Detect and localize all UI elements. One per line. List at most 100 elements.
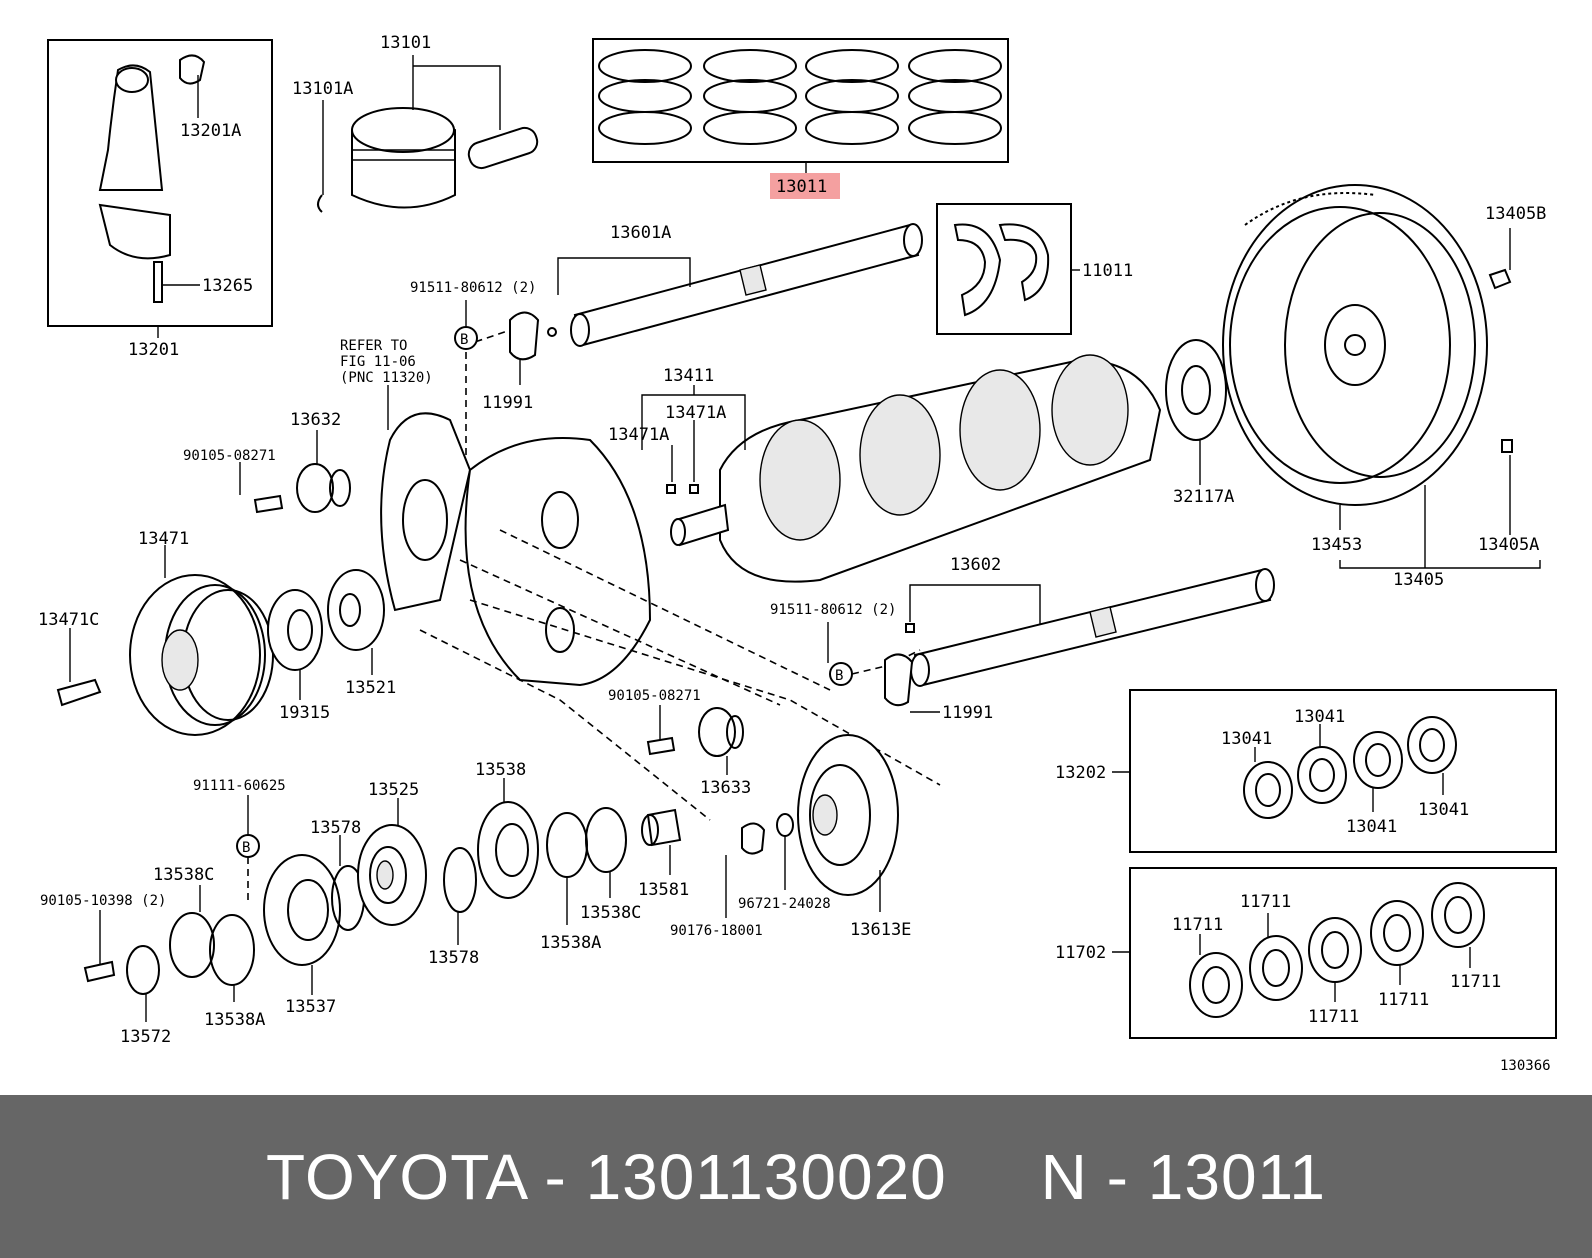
plug-90176[interactable] <box>741 822 766 855</box>
label-13578-lower[interactable]: 13578 <box>428 948 479 968</box>
label-90105-08271-upper[interactable]: 90105-08271 <box>183 448 276 464</box>
snap-ring-13578-right[interactable] <box>443 847 477 913</box>
bearing-11711-4[interactable] <box>1370 900 1424 966</box>
bearing-13041-4[interactable] <box>1407 716 1457 774</box>
label-11991-lower[interactable]: 11991 <box>942 703 993 723</box>
connecting-rod-cap[interactable] <box>98 203 171 260</box>
label-13581[interactable]: 13581 <box>638 880 689 900</box>
label-13453[interactable]: 13453 <box>1311 535 1362 555</box>
bolt-90105-10398[interactable] <box>83 960 116 983</box>
label-13405B[interactable]: 13405B <box>1485 204 1546 224</box>
ring-set-1[interactable] <box>598 49 692 145</box>
washer-96721[interactable] <box>776 813 794 837</box>
label-13405A[interactable]: 13405A <box>1478 535 1539 555</box>
bolt-b-marker-1[interactable]: B <box>454 326 478 350</box>
label-13538[interactable]: 13538 <box>475 760 526 780</box>
ring-set-2[interactable] <box>703 49 797 145</box>
label-refer-to[interactable]: REFER TO <box>340 338 407 354</box>
label-fig-11-06[interactable]: FIG 11-06 <box>340 354 416 370</box>
label-130366[interactable]: 130366 <box>1500 1058 1551 1074</box>
bearing-13041-3[interactable] <box>1353 731 1403 789</box>
balance-shaft-lower[interactable] <box>905 568 1275 687</box>
label-13537[interactable]: 13537 <box>285 997 336 1017</box>
label-11702[interactable]: 11702 <box>1055 943 1106 963</box>
label-13471[interactable]: 13471 <box>138 529 189 549</box>
label-91511-upper[interactable]: 91511-80612 (2) <box>410 280 536 296</box>
label-13632[interactable]: 13632 <box>290 410 341 430</box>
balance-shaft-upper[interactable] <box>547 223 923 347</box>
label-11711-c[interactable]: 11711 <box>1308 1007 1359 1027</box>
label-13602[interactable]: 13602 <box>950 555 1001 575</box>
bolt-90105-lower[interactable] <box>646 736 676 756</box>
label-11711-a[interactable]: 11711 <box>1172 915 1223 935</box>
bearing-13041-2[interactable] <box>1297 746 1347 804</box>
plate-13572[interactable] <box>126 945 160 995</box>
crankshaft-washer[interactable] <box>1165 339 1227 441</box>
piston-pin[interactable] <box>466 125 541 171</box>
label-13202[interactable]: 13202 <box>1055 763 1106 783</box>
ring-set-3[interactable] <box>805 49 899 145</box>
label-11711-b[interactable]: 11711 <box>1240 892 1291 912</box>
label-13572[interactable]: 13572 <box>120 1027 171 1047</box>
label-90176-18001[interactable]: 90176-18001 <box>670 923 763 939</box>
label-96721-24028[interactable]: 96721-24028 <box>738 896 831 912</box>
label-11711-e[interactable]: 11711 <box>1450 972 1501 992</box>
oil-seal-retainer-upper[interactable] <box>509 311 540 361</box>
ring-13538C-left[interactable] <box>169 912 215 978</box>
label-13411[interactable]: 13411 <box>663 366 714 386</box>
label-13011[interactable]: 13011 <box>776 177 827 197</box>
thrust-washer-left[interactable] <box>953 223 1002 317</box>
bolt-b-marker-3[interactable]: B <box>236 834 260 858</box>
label-13613E[interactable]: 13613E <box>850 920 911 940</box>
crank-gear-13521[interactable] <box>327 569 385 651</box>
plate-13538[interactable] <box>477 801 539 899</box>
label-11711-d[interactable]: 11711 <box>1378 990 1429 1010</box>
bearing-11711-2[interactable] <box>1249 935 1303 1001</box>
label-13101A[interactable]: 13101A <box>292 79 353 99</box>
label-13471A-left[interactable]: 13471A <box>608 425 669 445</box>
label-91111-60625[interactable]: 91111-60625 <box>193 778 286 794</box>
bolt-b-marker-2[interactable]: B <box>829 662 853 686</box>
label-90105-08271-lower[interactable]: 90105-08271 <box>608 688 701 704</box>
label-13471C[interactable]: 13471C <box>38 610 99 630</box>
pulley-bolt[interactable] <box>56 678 102 707</box>
label-13525[interactable]: 13525 <box>368 780 419 800</box>
crankshaft[interactable] <box>719 358 1162 583</box>
label-13471A-top[interactable]: 13471A <box>665 403 726 423</box>
piston-pin-clip[interactable] <box>317 194 323 213</box>
bearing-11711-1[interactable] <box>1189 952 1243 1018</box>
idler-gear-13633[interactable] <box>698 707 736 757</box>
label-13633[interactable]: 13633 <box>700 778 751 798</box>
gear-plate-13537[interactable] <box>263 854 341 966</box>
connecting-rod-bushing[interactable] <box>179 54 206 85</box>
label-32117A[interactable]: 32117A <box>1173 487 1234 507</box>
ring-set-4[interactable] <box>908 49 1002 145</box>
label-13601A[interactable]: 13601A <box>610 223 671 243</box>
label-13521[interactable]: 13521 <box>345 678 396 698</box>
label-13538A-right[interactable]: 13538A <box>540 933 601 953</box>
label-13201[interactable]: 13201 <box>128 340 179 360</box>
label-13041-a[interactable]: 13041 <box>1221 729 1272 749</box>
label-13538C-right[interactable]: 13538C <box>580 903 641 923</box>
timing-rotor-19315[interactable] <box>267 589 323 671</box>
connecting-rod-bolt[interactable] <box>153 261 163 303</box>
bearing-11711-5[interactable] <box>1431 882 1485 948</box>
thrust-washer-right[interactable] <box>998 223 1050 302</box>
label-11011[interactable]: 11011 <box>1082 261 1133 281</box>
bearing-13041-1[interactable] <box>1243 761 1293 819</box>
label-19315[interactable]: 19315 <box>279 703 330 723</box>
timing-cover-gasket[interactable] <box>380 412 472 612</box>
label-13101[interactable]: 13101 <box>380 33 431 53</box>
idler-gear-13632[interactable] <box>296 463 334 513</box>
label-13041-d[interactable]: 13041 <box>1418 800 1469 820</box>
label-13538A-left[interactable]: 13538A <box>204 1010 265 1030</box>
bolt-90105-upper[interactable] <box>253 494 284 514</box>
flywheel-bolt[interactable] <box>1488 268 1512 290</box>
label-13041-b[interactable]: 13041 <box>1294 707 1345 727</box>
label-13538C-left[interactable]: 13538C <box>153 865 214 885</box>
label-13041-c[interactable]: 13041 <box>1346 817 1397 837</box>
ring-13538A-right[interactable] <box>546 812 588 878</box>
flywheel-pin[interactable] <box>1501 439 1513 453</box>
timing-cover[interactable] <box>464 437 652 687</box>
bearing-11711-3[interactable] <box>1308 917 1362 983</box>
